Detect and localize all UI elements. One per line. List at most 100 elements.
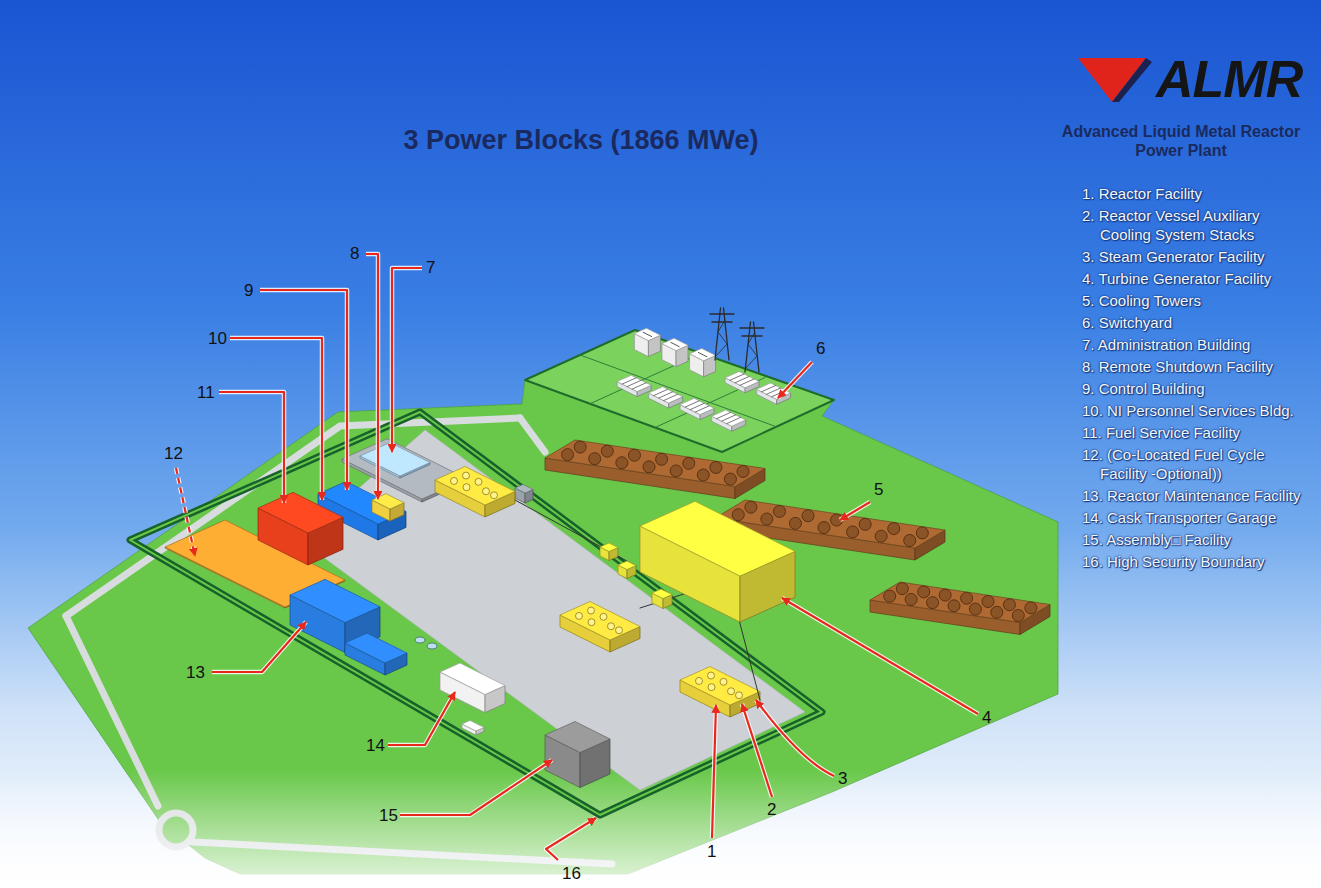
cooling-tower-cell (732, 509, 744, 521)
turbine-generator-facility (640, 501, 795, 576)
power-line (738, 616, 760, 700)
leader-line (219, 392, 284, 503)
key-entry: 6. Switchyard (1082, 313, 1308, 332)
leader-line (366, 254, 378, 499)
cooling-tower-cell (1012, 609, 1024, 621)
cooling-tower-cell (905, 593, 917, 605)
small-shed (462, 720, 484, 731)
cooling-tower-cell (961, 592, 973, 604)
logo-wordmark: ALMR (1156, 50, 1302, 108)
cooling-tower-cell (991, 606, 1003, 618)
callout-number: 6 (816, 339, 825, 358)
cooling-tower-cell (628, 449, 640, 461)
leader-line-edge (392, 268, 422, 452)
transformer-fin (643, 332, 651, 336)
cooling-tower-cell (847, 526, 859, 538)
leader-line (840, 502, 870, 520)
cooling-stack (720, 678, 727, 685)
cooling-tower-cell (888, 523, 900, 535)
cooling-tower-cell (601, 445, 613, 457)
callout-number: 16 (562, 864, 581, 883)
reactor-facility (560, 602, 640, 641)
breaker-hatch (664, 394, 678, 400)
key-entry: 14. Cask Transporter Garage (1082, 508, 1308, 527)
cooling-tower-cell (969, 603, 981, 615)
leader-line-edge (230, 338, 322, 500)
callout-number: 4 (982, 708, 991, 727)
circuit-breaker (649, 387, 683, 403)
callout-number: 8 (350, 244, 359, 263)
breaker-hatch (632, 383, 646, 389)
leader-line (712, 705, 716, 838)
key-entry: 7. Administration Building (1082, 335, 1308, 354)
cooling-tower-cell (574, 441, 586, 453)
cooling-tower-cell (710, 461, 722, 473)
callout-number: 13 (186, 663, 205, 682)
cooling-stack (588, 607, 595, 614)
cooling-tower-cell (896, 583, 908, 595)
breaker-hatch (695, 406, 709, 412)
cooling-tower (870, 582, 1050, 623)
transmission-tower (740, 327, 764, 328)
leader-line (400, 760, 552, 815)
leader-line-edge (212, 622, 306, 672)
cooling-tower-cell (745, 501, 757, 513)
callout-number: 15 (379, 806, 398, 825)
cooling-tower-cell (875, 530, 887, 542)
breaker-hatch (727, 417, 741, 423)
cooling-tower-cell (773, 505, 785, 517)
cooling-tower-cell (939, 589, 951, 601)
transformer (662, 338, 688, 350)
cooling-tower-cell (562, 449, 574, 461)
cooling-stack (463, 484, 470, 491)
site-road (520, 418, 545, 452)
cooling-stack (616, 627, 623, 634)
assembly-facility (545, 722, 610, 753)
cooling-tower-cell (918, 586, 930, 598)
key-entry: 2. Reactor Vessel Auxiliary Cooling Syst… (1082, 206, 1308, 244)
leader-line-edge (778, 362, 812, 398)
transmission-tower (746, 332, 757, 368)
key-entry: 9. Control Building (1082, 379, 1308, 398)
leader-line-edge (219, 392, 284, 503)
transformer (690, 348, 716, 360)
security-boundary-inner (130, 412, 822, 815)
leader-line-edge (742, 704, 772, 797)
cooling-tower (545, 440, 765, 487)
circuit-breaker (680, 398, 714, 414)
cooling-stack (708, 672, 715, 679)
leader-line (756, 700, 834, 776)
cooling-stack (576, 612, 583, 619)
cooling-tower-cell (916, 527, 928, 539)
cooling-tower-cell (904, 534, 916, 546)
transformer (634, 328, 660, 340)
cooling-stack (736, 692, 743, 699)
storage-tank (415, 637, 425, 643)
cooling-tower-cell (1003, 599, 1015, 611)
reactor-facility (435, 467, 515, 506)
key-entry: 4. Turbine Generator Facility (1082, 269, 1308, 288)
leader-line (546, 818, 596, 860)
cooling-tower-cell (789, 517, 801, 529)
cooling-stack (491, 492, 498, 499)
auxiliary-cube (618, 561, 636, 570)
cooling-stack (728, 688, 735, 695)
utility-box (515, 484, 533, 493)
key-entry: 5. Cooling Towers (1082, 291, 1308, 310)
cooling-tower-cell (683, 457, 695, 469)
transmission-tower (716, 320, 727, 356)
cooling-tower-cell (927, 597, 939, 609)
leader-line (388, 692, 455, 745)
leader-line-edge (366, 254, 378, 499)
cooling-stack (463, 472, 470, 479)
cooling-stack (588, 619, 595, 626)
cooling-stack (608, 623, 615, 630)
logo-triangle-edge (1112, 58, 1152, 102)
breaker-hatch (740, 379, 754, 385)
transmission-tower (712, 321, 732, 322)
cooling-stack (475, 478, 482, 485)
cooling-tower-cell (884, 590, 896, 602)
diagram-title: 3 Power Blocks (1866 MWe) (346, 124, 816, 156)
site-plan (0, 308, 1321, 888)
